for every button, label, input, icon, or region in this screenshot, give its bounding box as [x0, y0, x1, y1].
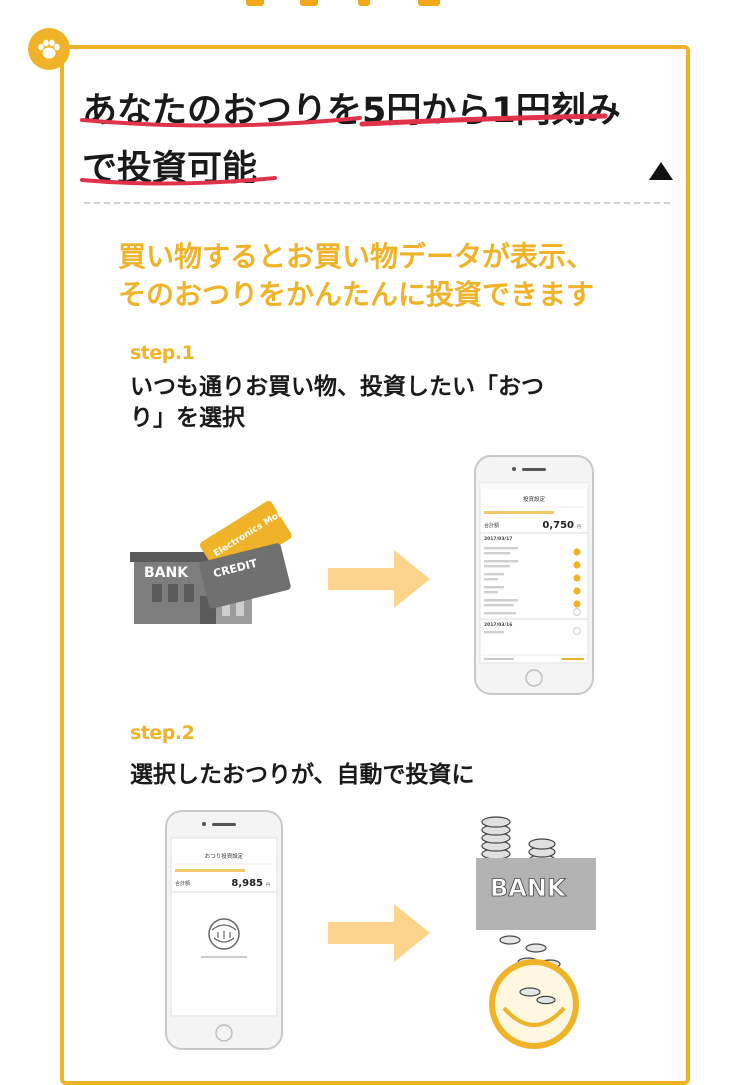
step-1-label: step.1: [130, 342, 195, 364]
phone-2-header: おつり投資設定: [205, 852, 244, 860]
step-2-description: 選択したおつりが、自動で投資に: [130, 760, 600, 791]
paw-icon: [28, 28, 70, 70]
step-2-label: step.2: [130, 722, 195, 744]
arrow-right-icon-2: [328, 904, 430, 962]
phone-1-date-2: 2017/03/16: [484, 622, 512, 628]
phone-2-total-unit: 円: [266, 882, 270, 887]
bank-cards-illustration: BANK Electronics Money CREDIT: [130, 500, 296, 630]
arrow-right-icon: [328, 550, 430, 608]
phone-2-total-label: 合計額: [175, 880, 190, 887]
phone-2-total-value: 8,985: [231, 878, 263, 889]
subheading-line-1: 買い物するとお買い物データが表示、: [118, 240, 595, 273]
bank-sign-2: BANK: [490, 874, 567, 902]
phone-screen-2: おつり投資設定 合計額 8,985 円: [165, 810, 283, 1050]
bank-sign: BANK: [144, 565, 189, 581]
step-1-description: いつも通りお買い物、投資したい「おつ り」を選択: [130, 372, 600, 434]
phone-screen-1: 投資設定 合計額 0,750 円 2017/03/17 2017/03/16: [474, 455, 594, 695]
triangle-up-icon[interactable]: [648, 160, 674, 182]
subheading: 買い物するとお買い物データが表示、 そのおつりをかんたんに投資できます: [118, 238, 658, 314]
phone-1-header: 投資設定: [523, 495, 546, 503]
step-2-description-line-1: 選択したおつりが、自動で投資に: [130, 762, 475, 788]
step-1-description-line-2: り」を選択: [130, 405, 245, 431]
top-decoration: [240, 0, 500, 8]
phone-1-total-label: 合計額: [484, 522, 499, 529]
subheading-line-2: そのおつりをかんたんに投資できます: [118, 278, 595, 311]
phone-1-total-value: 0,750: [542, 520, 574, 531]
step-1-description-line-1: いつも通りお買い物、投資したい「おつ: [130, 374, 544, 400]
mascot-icon: [208, 918, 240, 950]
phone-1-total-unit: 円: [577, 524, 581, 529]
piggy-bank-icon: [489, 959, 579, 1049]
phone-1-date-1: 2017/03/17: [484, 536, 512, 542]
coins-bank-illustration: BANK: [470, 812, 600, 1052]
dashed-divider: [84, 202, 670, 204]
heading-underline: [80, 113, 608, 186]
